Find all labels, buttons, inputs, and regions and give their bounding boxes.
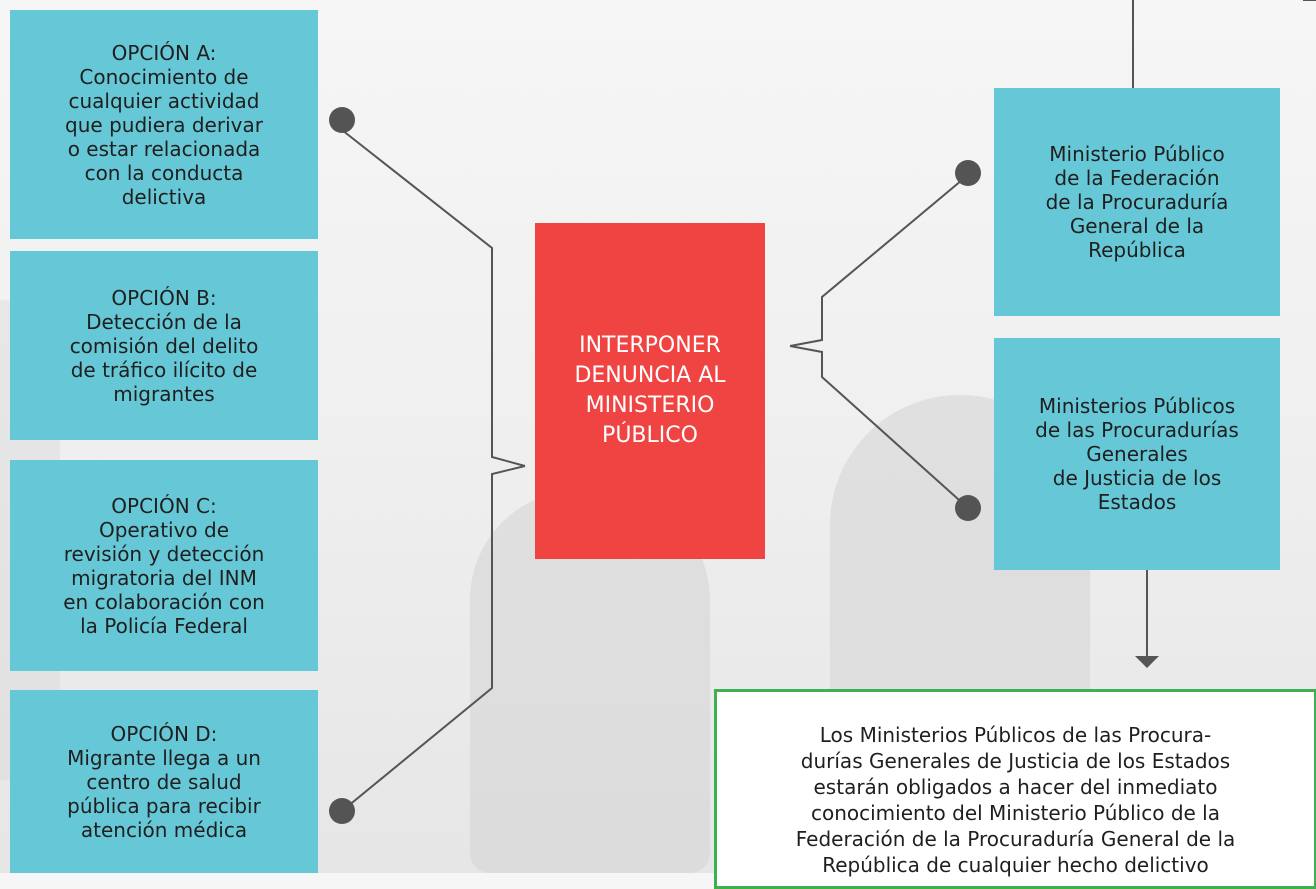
- left-bracket-top: [341, 129, 526, 467]
- option-box-d: OPCIÓN D: Migrante llega a un centro de …: [10, 690, 318, 873]
- option-box-c: OPCIÓN C: Operativo de revisión y detecc…: [10, 460, 318, 671]
- connector-dot-a: [329, 107, 355, 133]
- option-c-text: OPCIÓN C: Operativo de revisión y detecc…: [63, 493, 265, 638]
- note-box: Los Ministerios Públicos de las Procura-…: [714, 689, 1316, 889]
- center-action-box: INTERPONER DENUNCIA AL MINISTERIO PÚBLIC…: [535, 223, 765, 559]
- arrow-down-icon: [1135, 656, 1159, 668]
- option-a-text: OPCIÓN A: Conocimiento de cualquier acti…: [65, 40, 263, 209]
- option-box-a: OPCIÓN A: Conocimiento de cualquier acti…: [10, 10, 318, 239]
- destination-box-federal: Ministerio Público de la Federación de l…: [994, 88, 1280, 316]
- right-bracket-bottom: [789, 345, 969, 509]
- note-text: Los Ministerios Públicos de las Procura-…: [795, 723, 1236, 877]
- left-bracket-bottom: [341, 465, 526, 812]
- destination-states-text: Ministerios Públicos de las Procuraduría…: [1035, 394, 1239, 514]
- connector-dot-d: [329, 798, 355, 824]
- center-action-text: INTERPONER DENUNCIA AL MINISTERIO PÚBLIC…: [574, 333, 726, 448]
- option-d-text: OPCIÓN D: Migrante llega a un centro de …: [67, 721, 261, 842]
- destination-federal-text: Ministerio Público de la Federación de l…: [1045, 142, 1229, 262]
- connector-dot-destination-1: [955, 160, 981, 186]
- connector-dot-destination-2: [955, 495, 981, 521]
- right-bracket-top: [789, 174, 969, 347]
- option-box-b: OPCIÓN B: Detección de la comisión del d…: [10, 251, 318, 440]
- destination-box-states: Ministerios Públicos de las Procuraduría…: [994, 338, 1280, 570]
- option-b-text: OPCIÓN B: Detección de la comisión del d…: [69, 285, 259, 406]
